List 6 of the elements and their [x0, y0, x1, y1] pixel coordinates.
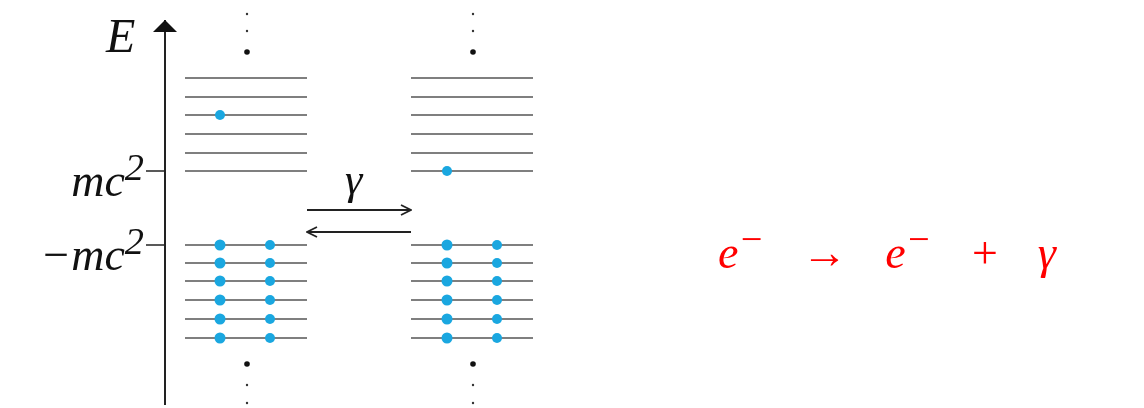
axis-label: E: [106, 12, 136, 60]
equation: e$^{−}$ → e$^{−}$ + γ: [718, 220, 1056, 277]
arrow: [306, 204, 412, 216]
tick-label: −mc$^{2}$: [40, 222, 144, 279]
arrow: [306, 226, 412, 238]
tick-label: mc$^{2}$: [71, 148, 144, 205]
